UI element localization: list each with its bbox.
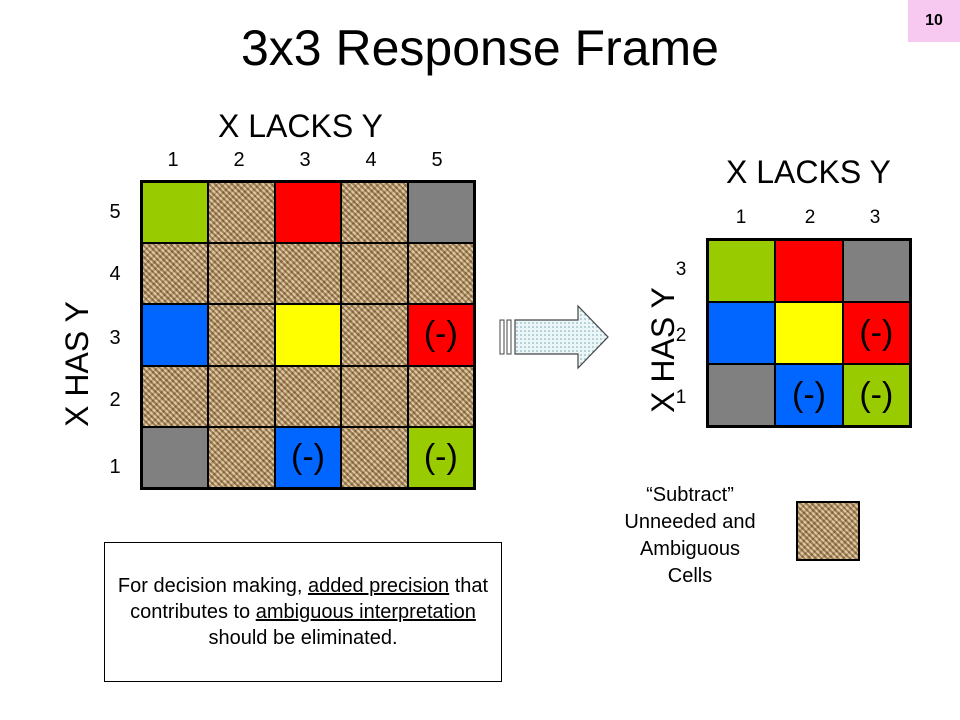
left-grid-cell-burlap [142,365,209,427]
subtract-legend-label: “Subtract” Unneeded and Ambiguous Cells [590,482,790,590]
burlap-legend-swatch [796,501,860,561]
left-col-tick: 2 [233,149,245,171]
note-segment: that contributes to [130,575,489,623]
left-grid-cell-burlap [407,243,474,305]
left-grid-cell-blue: (-) [274,426,342,488]
right-grid-cell-blue [708,302,776,364]
decision-note-text: For decision making, added precision tha… [111,573,495,651]
left-grid-cell-burlap [208,182,275,244]
legend-line: Cells [667,565,713,587]
left-grid-cell-red: (-) [407,304,474,366]
right-grid-cell-red [775,240,843,302]
left-grid-cell-burlap [208,426,275,488]
left-x-axis-title: X LACKS Y [218,108,383,144]
left-grid-cell-burlap [341,426,408,488]
left-row-tick: 1 [109,456,121,478]
right-grid-cell-green [708,240,776,302]
left-grid-cell-burlap [208,304,275,366]
left-col-tick: 1 [167,149,179,171]
left-grid-cell-burlap [341,365,408,427]
note-segment-underlined: added precision [307,575,450,597]
right-y-axis-title: X HAS Y [645,287,681,413]
left-grid-cell-red [274,182,342,244]
right-response-grid: (-) (-) (-) [706,238,912,428]
right-col-tick: 1 [735,207,747,228]
left-grid-cell-gray [407,182,474,244]
left-grid-cell-burlap [341,243,408,305]
left-row-tick: 2 [109,389,121,411]
note-segment: should be eliminated. [208,627,398,649]
right-x-axis-title: X LACKS Y [726,154,891,190]
right-col-tick: 2 [804,207,816,228]
left-grid-cell-burlap [142,243,209,305]
right-row-tick: 2 [675,325,687,346]
left-col-ticks: 1 2 3 4 5 [140,148,476,174]
left-grid-cell-green [142,182,209,244]
note-segment: For decision making, [117,575,308,597]
left-row-tick: 3 [109,327,121,349]
note-segment-underlined: ambiguous interpretation [255,601,476,623]
right-grid-cell-gray [708,364,776,426]
right-grid-cell-green: (-) [842,364,910,426]
right-col-tick: 3 [869,207,881,228]
negative-mark: (-) [291,437,325,476]
negative-mark: (-) [792,375,826,414]
left-col-tick: 4 [365,149,377,171]
left-grid-cell-burlap [274,365,342,427]
decision-note-box: For decision making, added precision tha… [104,542,502,682]
left-grid-cell-green: (-) [407,426,474,488]
left-grid-cell-gray [142,426,209,488]
right-row-tick: 1 [675,387,687,408]
right-grid-cell-gray [842,240,910,302]
left-row-tick: 5 [109,201,121,223]
left-row-tick: 4 [109,263,121,285]
left-grid-cell-burlap [208,243,275,305]
left-grid-cell-burlap [407,365,474,427]
page-number-badge: 10 [908,0,960,42]
legend-line: Unneeded and [624,511,756,533]
negative-mark: (-) [423,315,458,354]
left-grid-cell-blue [142,304,209,366]
negative-mark: (-) [859,375,894,414]
right-grid-cell-red: (-) [842,302,910,364]
right-arrow-icon [499,304,609,370]
right-row-tick: 3 [675,259,687,280]
left-grid-cell-burlap [341,304,408,366]
left-grid-cell-yellow [274,304,342,366]
left-grid-cell-burlap [274,243,342,305]
left-response-grid: (-) (-) (-) [140,180,476,490]
left-y-axis-title: X HAS Y [59,301,95,427]
left-grid-cell-burlap [208,365,275,427]
negative-mark: (-) [859,313,894,352]
legend-line: “Subtract” [646,484,734,506]
right-grid-cell-blue: (-) [775,364,843,426]
legend-line: Ambiguous [639,538,741,560]
right-grid-cell-yellow [775,302,843,364]
left-col-tick: 5 [431,149,443,171]
left-col-tick: 3 [299,149,311,171]
negative-mark: (-) [423,437,458,476]
left-grid-cell-burlap [341,182,408,244]
slide-title: 3x3 Response Frame [240,20,719,76]
